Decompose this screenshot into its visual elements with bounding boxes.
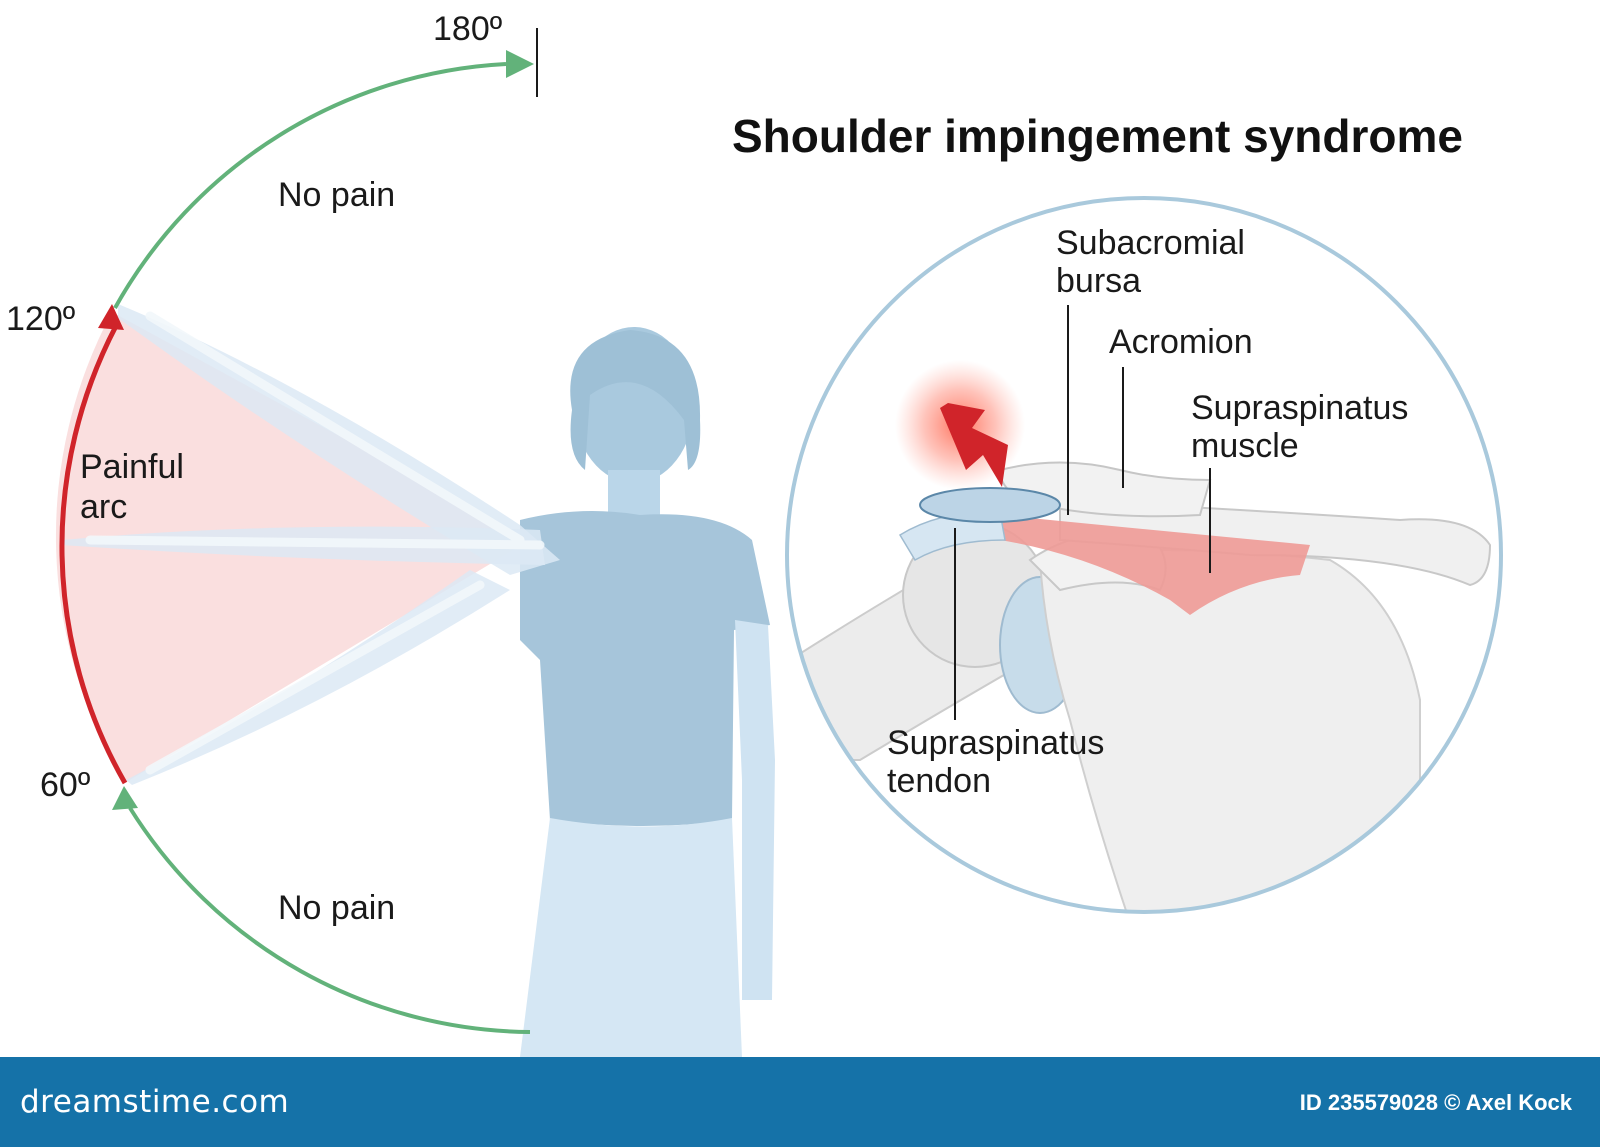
left-arm-down: [735, 620, 775, 1000]
neck: [608, 470, 660, 518]
supraspinatus-tendon: [898, 511, 1006, 562]
shoulder-zoom: [785, 196, 1503, 914]
acromion-label: Acromion: [1109, 323, 1253, 361]
arrow-180-head: [506, 50, 534, 78]
painful-arc: [59, 324, 128, 785]
angle-60-label: 60º: [40, 766, 91, 804]
hair: [570, 330, 701, 470]
subacromial-bursa-label-line2: bursa: [1056, 262, 1142, 300]
subacromial-bursa-label-line1: Subacromial: [1056, 224, 1245, 262]
supraspinatus-tendon-label-line1: Supraspinatus: [887, 724, 1105, 762]
legs: [520, 818, 742, 1057]
painful-arc-label-line2: arc: [80, 488, 128, 526]
zoom-circle-border: [785, 196, 1503, 914]
supraspinatus-muscle: [1000, 515, 1310, 615]
arrow-60-head: [112, 786, 138, 810]
painful-arc-label-line1: Painful: [80, 448, 184, 486]
brand-watermark: dreamstime.com: [20, 1084, 290, 1120]
range-of-motion-arcs: [59, 28, 538, 1034]
torso-shirt: [520, 511, 770, 826]
image-credit: ID 235579028 © Axel Kock: [1299, 1090, 1572, 1115]
no-pain-upper-label: No pain: [278, 176, 396, 214]
lightning-icon: [940, 403, 1008, 487]
subacromial-bursa: [919, 487, 1061, 523]
no-pain-lower-label: No pain: [278, 889, 396, 927]
arrow-120-head: [98, 304, 124, 330]
scapula: [1038, 549, 1421, 912]
no-pain-arc-upper: [113, 62, 507, 309]
supraspinatus-muscle-label-line2: muscle: [1191, 427, 1299, 465]
supraspinatus-tendon-label-line2: tendon: [887, 762, 991, 800]
page-title: Shoulder impingement syndrome: [732, 110, 1463, 162]
raised-arm-120: [118, 304, 560, 575]
angle-120-label: 120º: [6, 300, 76, 338]
arm-bones: [85, 311, 545, 775]
angle-180-label: 180º: [433, 10, 503, 48]
supraspinatus-muscle-label-line1: Supraspinatus: [1191, 389, 1409, 427]
person-silhouette: [62, 304, 775, 1057]
leader-lines: [954, 305, 1211, 720]
footer-bar: [0, 1057, 1600, 1147]
no-pain-arc-lower: [128, 806, 531, 1034]
